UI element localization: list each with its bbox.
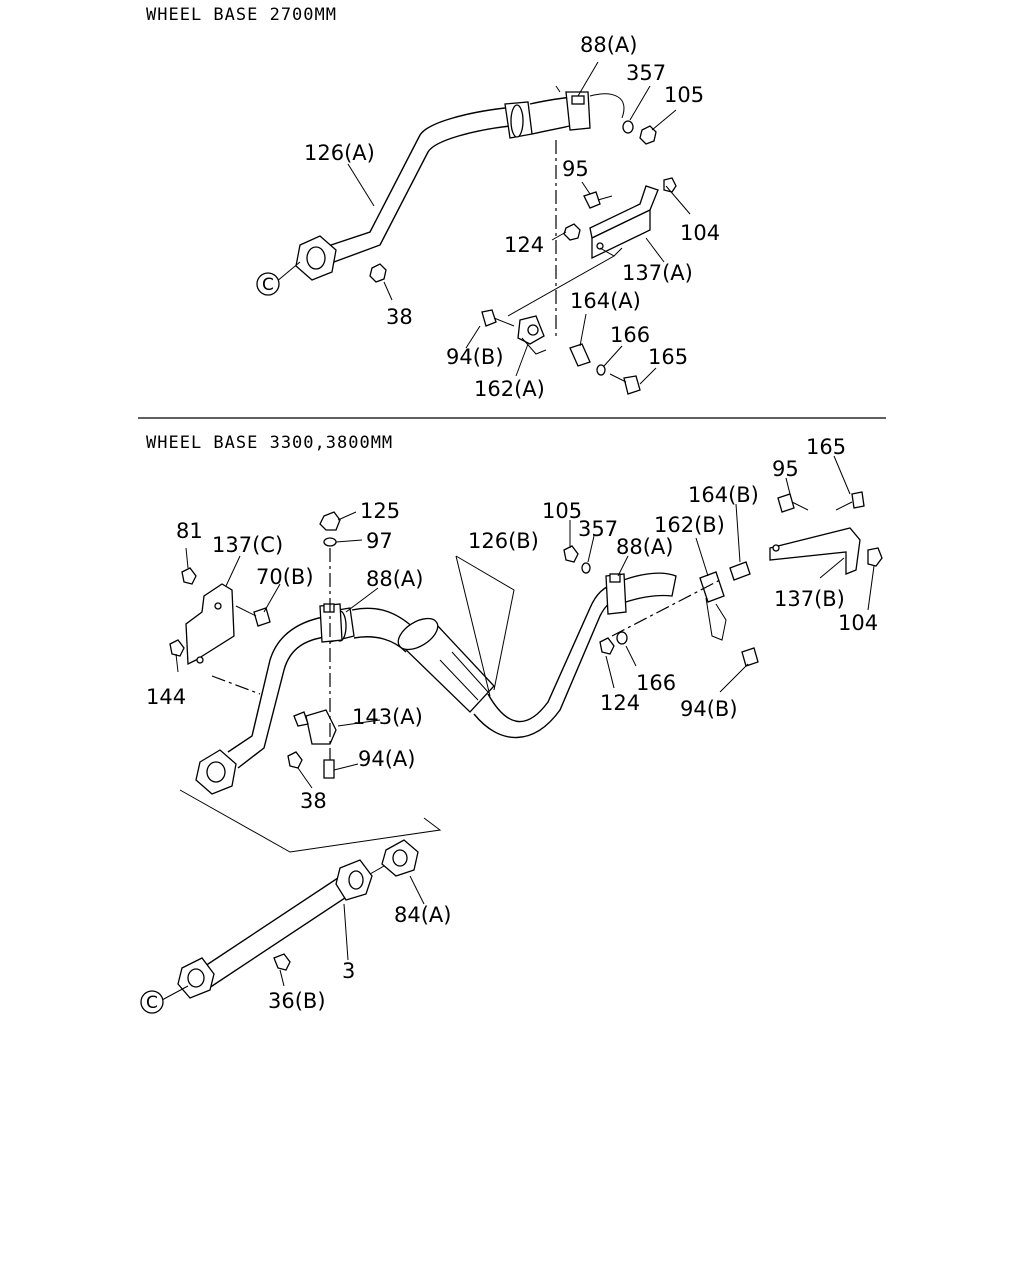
label-124-bottom: 124 — [600, 691, 640, 715]
top-leader-lines — [275, 61, 691, 385]
nut-124-bottom — [599, 637, 615, 655]
bolt-165-bottom — [851, 491, 865, 509]
washer-357-bottom — [581, 562, 591, 574]
bolt-95 — [583, 191, 601, 209]
washer-357 — [622, 120, 634, 134]
label-165-bottom: 165 — [806, 435, 846, 459]
label-137b: 137(B) — [774, 587, 845, 611]
label-164b: 164(B) — [688, 483, 759, 507]
label-97: 97 — [366, 529, 393, 553]
nut-104 — [663, 177, 677, 193]
bottom-leader-lines — [161, 455, 875, 1001]
label-162a: 162(A) — [474, 377, 545, 401]
nut-144 — [169, 639, 185, 657]
label-137c: 137(C) — [212, 533, 283, 557]
label-84a: 84(A) — [394, 903, 451, 927]
top-hanger-parts — [481, 309, 641, 395]
label-36b: 36(B) — [268, 989, 326, 1013]
label-70b: 70(B) — [256, 565, 314, 589]
bolt-70b — [253, 607, 271, 627]
label-126b: 126(B) — [468, 529, 539, 553]
label-125: 125 — [360, 499, 400, 523]
label-81: 81 — [176, 519, 203, 543]
label-88a-left: 88(A) — [366, 567, 423, 591]
hanger-143a — [305, 709, 337, 745]
bolt-165 — [623, 375, 641, 395]
washer-166-bottom — [616, 631, 628, 645]
label-104: 104 — [680, 221, 720, 245]
hanger-162b — [699, 571, 725, 603]
label-105-bottom: 105 — [542, 499, 582, 523]
nut-36b — [273, 953, 291, 971]
label-166-bottom: 166 — [636, 671, 676, 695]
label-162b: 162(B) — [654, 513, 725, 537]
top-washers-nuts — [369, 120, 657, 283]
label-126a: 126(A) — [304, 141, 375, 165]
label-165: 165 — [648, 345, 688, 369]
label-144: 144 — [146, 685, 186, 709]
bolt-95-bottom — [777, 493, 795, 513]
nut-81 — [181, 567, 197, 585]
label-95: 95 — [562, 157, 589, 181]
label-94a: 94(A) — [358, 747, 415, 771]
label-95-bottom: 95 — [772, 457, 799, 481]
label-164a: 164(A) — [570, 289, 641, 313]
label-357: 357 — [626, 61, 666, 85]
bottom-left-bracket-137c — [169, 567, 271, 666]
bottom-center-parts — [287, 511, 341, 779]
label-124: 124 — [504, 233, 544, 257]
label-143a: 143(A) — [352, 705, 423, 729]
bracket-137b — [769, 527, 861, 575]
nut-105 — [639, 125, 657, 145]
connector-c-marker-bottom — [140, 990, 164, 1014]
label-137a: 137(A) — [622, 261, 693, 285]
bottom-front-pipe-126b — [195, 572, 677, 795]
bolt-94b — [481, 309, 497, 327]
rubber-164b — [729, 561, 751, 581]
label-357-bottom: 357 — [578, 517, 618, 541]
label-94b-bottom: 94(B) — [680, 697, 738, 721]
connector-c-label-top: C — [262, 275, 274, 295]
nut-38 — [369, 263, 387, 283]
label-3: 3 — [342, 959, 355, 983]
bolt-94b-bottom — [741, 647, 759, 667]
label-104-bottom: 104 — [838, 611, 878, 635]
nut-125 — [319, 511, 341, 531]
bottom-clamps-88a — [319, 573, 627, 643]
label-94b: 94(B) — [446, 345, 504, 369]
label-105: 105 — [664, 83, 704, 107]
nut-105-bottom — [563, 545, 579, 563]
label-38-bottom: 38 — [300, 789, 327, 813]
washer-97 — [323, 537, 337, 547]
nut-104-bottom — [867, 547, 883, 567]
connector-c-label-bottom: C — [146, 993, 158, 1013]
label-88a-right: 88(A) — [616, 535, 673, 559]
top-clamp-88a — [555, 85, 625, 131]
label-166: 166 — [610, 323, 650, 347]
bottom-section-title: WHEEL BASE 3300,3800MM — [146, 433, 393, 453]
bottom-right-parts — [563, 491, 883, 667]
nut-38-bottom — [287, 751, 303, 769]
top-bracket-137a — [563, 177, 677, 260]
top-section-title: WHEEL BASE 2700MM — [146, 5, 337, 25]
nut-124 — [563, 223, 581, 241]
label-38: 38 — [386, 305, 413, 329]
label-88a: 88(A) — [580, 33, 637, 57]
bottom-center-pipe-3 — [177, 839, 419, 999]
connector-c-marker — [256, 272, 280, 296]
rubber-164a — [569, 343, 591, 367]
top-exhaust-pipe — [295, 96, 579, 281]
bolt-94a — [323, 759, 335, 779]
washer-166 — [596, 364, 606, 376]
